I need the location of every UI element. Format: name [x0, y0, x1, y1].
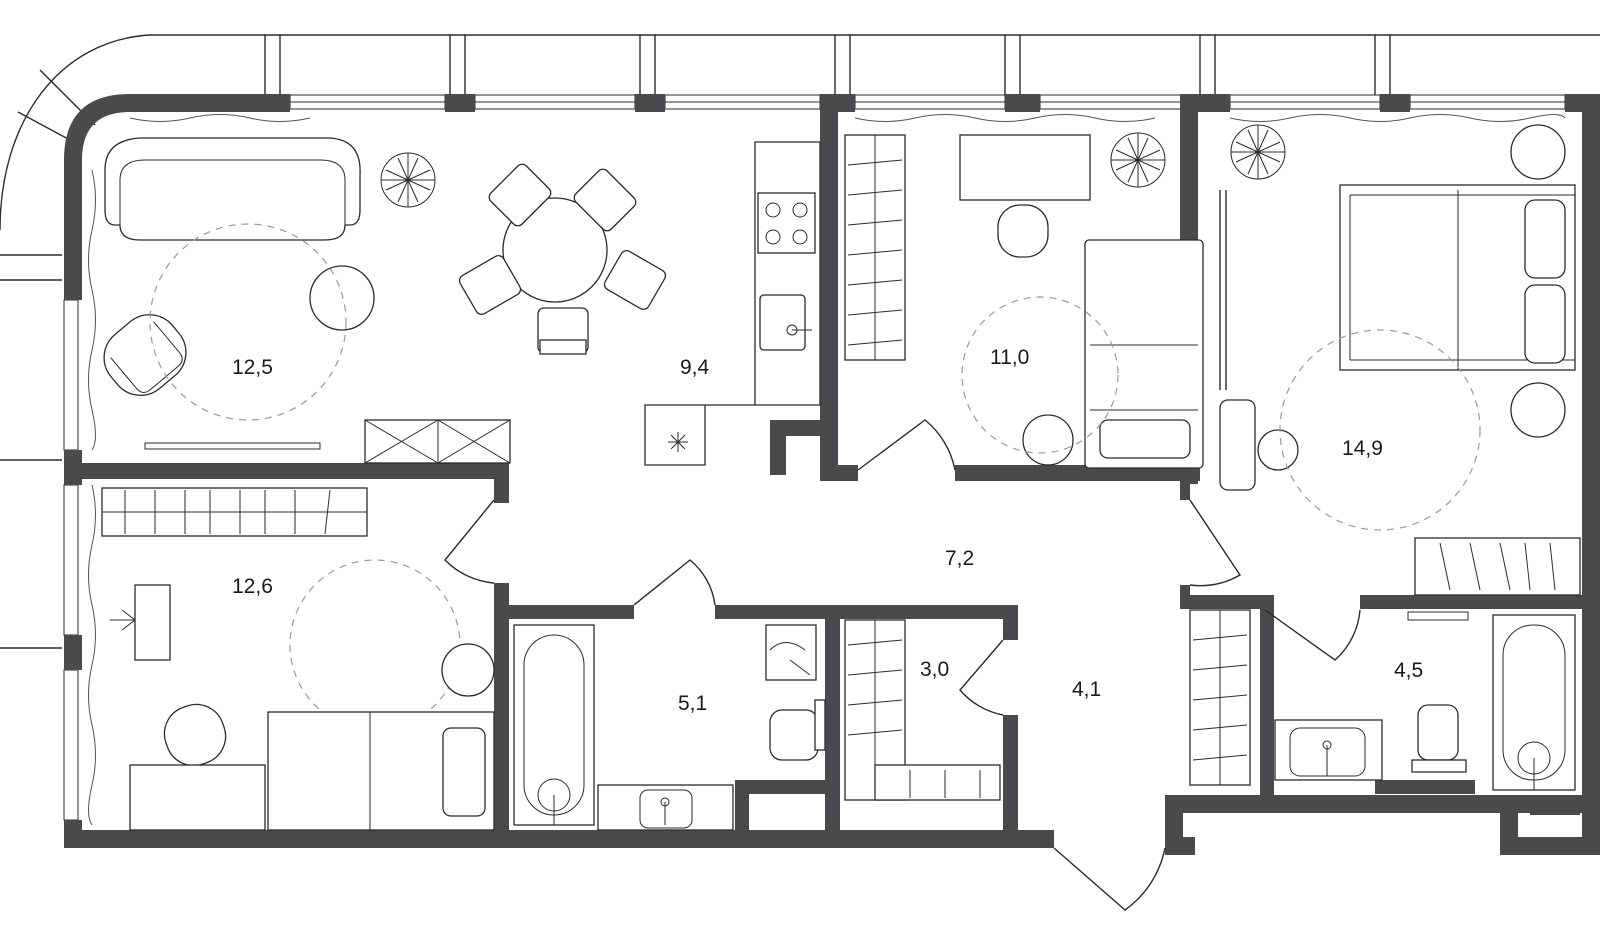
- room-area-bedroom-middle: 11,0: [990, 346, 1029, 369]
- doors: [444, 419, 1361, 911]
- bedroom-master-furniture: [1219, 124, 1581, 596]
- burner-icon: [668, 432, 688, 452]
- room-area-labels: 12,5 9,4 11,0 14,9 7,2 12,6 5,1 3,0 4,1 …: [232, 346, 1423, 715]
- living-rug: [149, 223, 347, 421]
- kitchen-furniture: [644, 134, 906, 466]
- room-area-kitchen: 9,4: [680, 356, 710, 379]
- entrance-furniture: [1189, 609, 1251, 786]
- room-area-bedroom-master: 14,9: [1342, 437, 1383, 460]
- bathroom-furniture: [513, 624, 826, 831]
- room-area-bathroom-master: 4,5: [1394, 659, 1423, 682]
- plant-icon: [380, 152, 436, 208]
- living-furniture: [103, 137, 667, 464]
- balcony-outline: [0, 34, 1600, 649]
- bedroom-left-furniture: [101, 487, 495, 831]
- walls: [64, 94, 1600, 855]
- room-area-bedroom-left: 12,6: [232, 575, 273, 598]
- room-area-bathroom: 5,1: [678, 692, 707, 715]
- room-area-wardrobe: 3,0: [920, 658, 949, 681]
- wardrobe-furniture: [844, 619, 1001, 801]
- plant-icon: [1110, 132, 1166, 188]
- plant-icon: [1230, 124, 1286, 180]
- room-area-entrance: 4,1: [1072, 678, 1101, 701]
- room-area-hall: 7,2: [945, 547, 974, 570]
- curtains: [88, 114, 1566, 826]
- bedroom-middle-furniture: [959, 132, 1204, 469]
- bathroom-master-furniture: [1274, 611, 1576, 791]
- room-area-living: 12,5: [232, 356, 273, 379]
